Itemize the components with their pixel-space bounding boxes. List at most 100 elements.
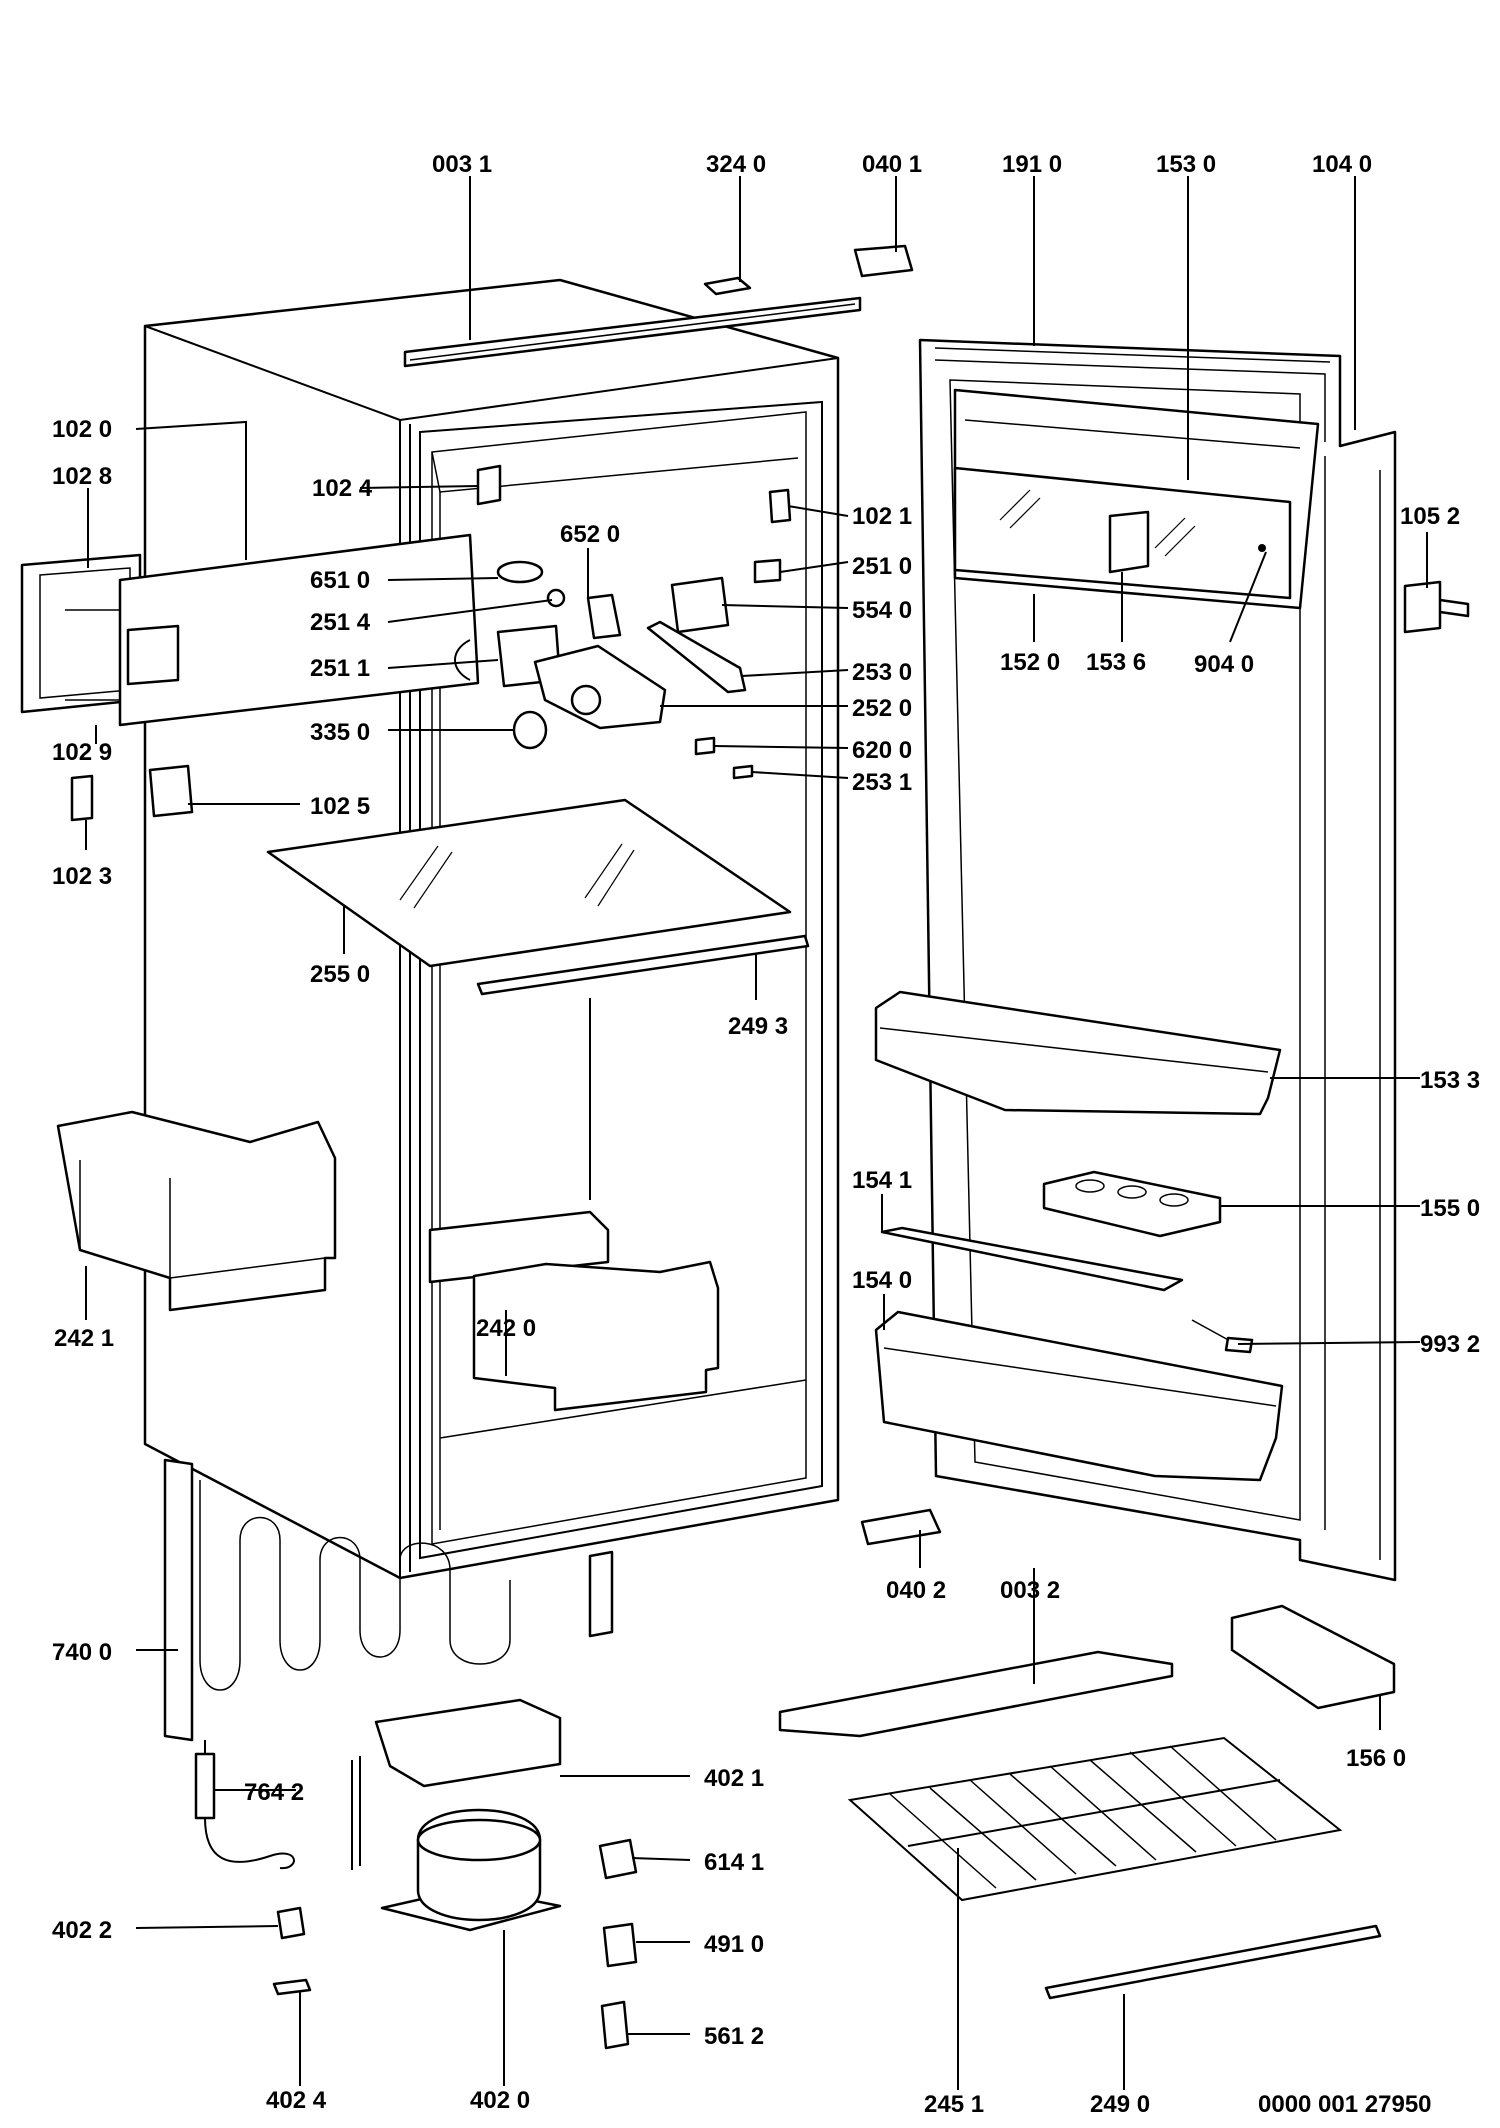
part-242-1-drawer bbox=[56, 1110, 337, 1312]
label-153-3: 153 3 bbox=[1420, 1067, 1480, 1094]
part-255-0-glass-shelf bbox=[266, 798, 792, 968]
part-324-0-clip bbox=[703, 276, 752, 296]
part-102-5-cover bbox=[148, 764, 194, 818]
part-561-2 bbox=[600, 2000, 630, 2050]
part-153-0-freezer-flap bbox=[953, 388, 1320, 610]
label-255-0: 255 0 bbox=[310, 961, 370, 988]
label-102-8: 102 8 bbox=[52, 463, 112, 490]
part-335-0-knob bbox=[512, 710, 548, 750]
part-652-0 bbox=[586, 593, 622, 640]
label-154-1: 154 1 bbox=[852, 1167, 912, 1194]
part-153-3-door-shelf bbox=[874, 990, 1282, 1116]
label-102-9: 102 9 bbox=[52, 739, 112, 766]
part-251-0 bbox=[753, 558, 782, 584]
label-764-2: 764 2 bbox=[244, 1779, 304, 1806]
part-labels: 003 1 324 0 040 1 191 0 153 0 104 0 102 … bbox=[52, 151, 1480, 2118]
label-155-0: 155 0 bbox=[1420, 1195, 1480, 1222]
label-245-1: 245 1 bbox=[924, 2091, 984, 2118]
label-651-0: 651 0 bbox=[310, 567, 370, 594]
label-191-0: 191 0 bbox=[1002, 151, 1062, 178]
part-249-3-trim bbox=[476, 934, 810, 996]
part-156-0-ice-tray bbox=[1230, 1604, 1396, 1710]
part-253-0 bbox=[646, 620, 747, 694]
label-102-4: 102 4 bbox=[312, 475, 373, 502]
label-104-0: 104 0 bbox=[1312, 151, 1372, 178]
label-491-0: 491 0 bbox=[704, 1931, 764, 1958]
label-251-4: 251 4 bbox=[310, 609, 371, 636]
part-245-1-wire-shelf bbox=[847, 1736, 1343, 1902]
part-740-0-condenser bbox=[163, 1458, 614, 1742]
part-040-1-hinge bbox=[853, 244, 914, 278]
part-402-2 bbox=[276, 1906, 306, 1940]
document-number: 0000 001 27950 bbox=[1258, 2091, 1432, 2118]
part-249-0-trim bbox=[1044, 1924, 1382, 2000]
part-102-1 bbox=[768, 488, 792, 524]
label-740-0: 740 0 bbox=[52, 1639, 112, 1666]
label-251-0: 251 0 bbox=[852, 553, 912, 580]
label-102-0: 102 0 bbox=[52, 416, 112, 443]
label-152-0: 152 0 bbox=[1000, 649, 1060, 676]
part-242-0-drawer bbox=[428, 1210, 720, 1412]
label-402-2: 402 2 bbox=[52, 1917, 112, 1944]
part-040-2-hinge bbox=[860, 1508, 942, 1546]
part-003-2-bottom-strip bbox=[778, 1650, 1174, 1738]
label-554-0: 554 0 bbox=[852, 597, 912, 624]
label-335-0: 335 0 bbox=[310, 719, 370, 746]
label-904-0: 904 0 bbox=[1194, 651, 1254, 678]
part-251-4 bbox=[546, 588, 566, 608]
leader-lines bbox=[85, 176, 1428, 2090]
label-102-3: 102 3 bbox=[52, 863, 112, 890]
part-491-0 bbox=[602, 1922, 638, 1968]
label-252-0: 252 0 bbox=[852, 695, 912, 722]
part-402-1-bracket bbox=[374, 1698, 562, 1788]
door-panel bbox=[918, 338, 1397, 1582]
label-105-2: 105 2 bbox=[1400, 503, 1460, 530]
label-614-1: 614 1 bbox=[704, 1849, 764, 1876]
label-620-0: 620 0 bbox=[852, 737, 912, 764]
part-105-2-hinge bbox=[1403, 580, 1470, 634]
label-003-1: 003 1 bbox=[432, 151, 492, 178]
part-764-2-dryer bbox=[194, 1740, 295, 1870]
part-155-0-egg-tray bbox=[1042, 1170, 1222, 1238]
label-102-1: 102 1 bbox=[852, 503, 912, 530]
label-154-0: 154 0 bbox=[852, 1267, 912, 1294]
part-154-1-bar bbox=[880, 1226, 1184, 1292]
part-614-1 bbox=[598, 1838, 638, 1880]
label-242-0: 242 0 bbox=[476, 1315, 536, 1342]
label-251-1: 251 1 bbox=[310, 655, 370, 682]
part-554-0-thermostat bbox=[670, 576, 730, 634]
part-191-0-gasket bbox=[934, 347, 1331, 363]
label-253-0: 253 0 bbox=[852, 659, 912, 686]
label-003-2: 003 2 bbox=[1000, 1577, 1060, 1604]
part-102-3-bracket bbox=[70, 774, 94, 822]
label-156-0: 156 0 bbox=[1346, 1745, 1406, 1772]
label-242-1: 242 1 bbox=[54, 1325, 114, 1352]
label-249-3: 249 3 bbox=[728, 1013, 788, 1040]
label-993-2: 993 2 bbox=[1420, 1331, 1480, 1358]
part-154-0-door-bin bbox=[874, 1310, 1284, 1482]
label-324-0: 324 0 bbox=[706, 151, 766, 178]
part-651-0 bbox=[496, 560, 544, 584]
part-620-0 bbox=[694, 736, 716, 756]
label-253-1: 253 1 bbox=[852, 769, 912, 796]
label-249-0: 249 0 bbox=[1090, 2091, 1150, 2118]
label-153-0: 153 0 bbox=[1156, 151, 1216, 178]
label-402-1: 402 1 bbox=[704, 1765, 764, 1792]
part-253-1 bbox=[732, 764, 754, 780]
label-040-2: 040 2 bbox=[886, 1577, 946, 1604]
label-102-5: 102 5 bbox=[310, 793, 370, 820]
part-402-4 bbox=[272, 1978, 312, 1996]
part-993-2 bbox=[1191, 1319, 1233, 1343]
label-040-1: 040 1 bbox=[862, 151, 922, 178]
label-153-6: 153 6 bbox=[1086, 649, 1146, 676]
label-402-0: 402 0 bbox=[470, 2087, 530, 2114]
label-402-4: 402 4 bbox=[266, 2087, 327, 2114]
part-252-0-housing bbox=[533, 644, 667, 730]
part-003-1-top-strip bbox=[403, 296, 862, 368]
label-561-2: 561 2 bbox=[704, 2023, 764, 2050]
label-652-0: 652 0 bbox=[560, 521, 620, 548]
part-102-4 bbox=[476, 464, 502, 506]
part-102-0-light-housing bbox=[65, 533, 480, 727]
part-402-0-compressor bbox=[351, 1756, 562, 1932]
